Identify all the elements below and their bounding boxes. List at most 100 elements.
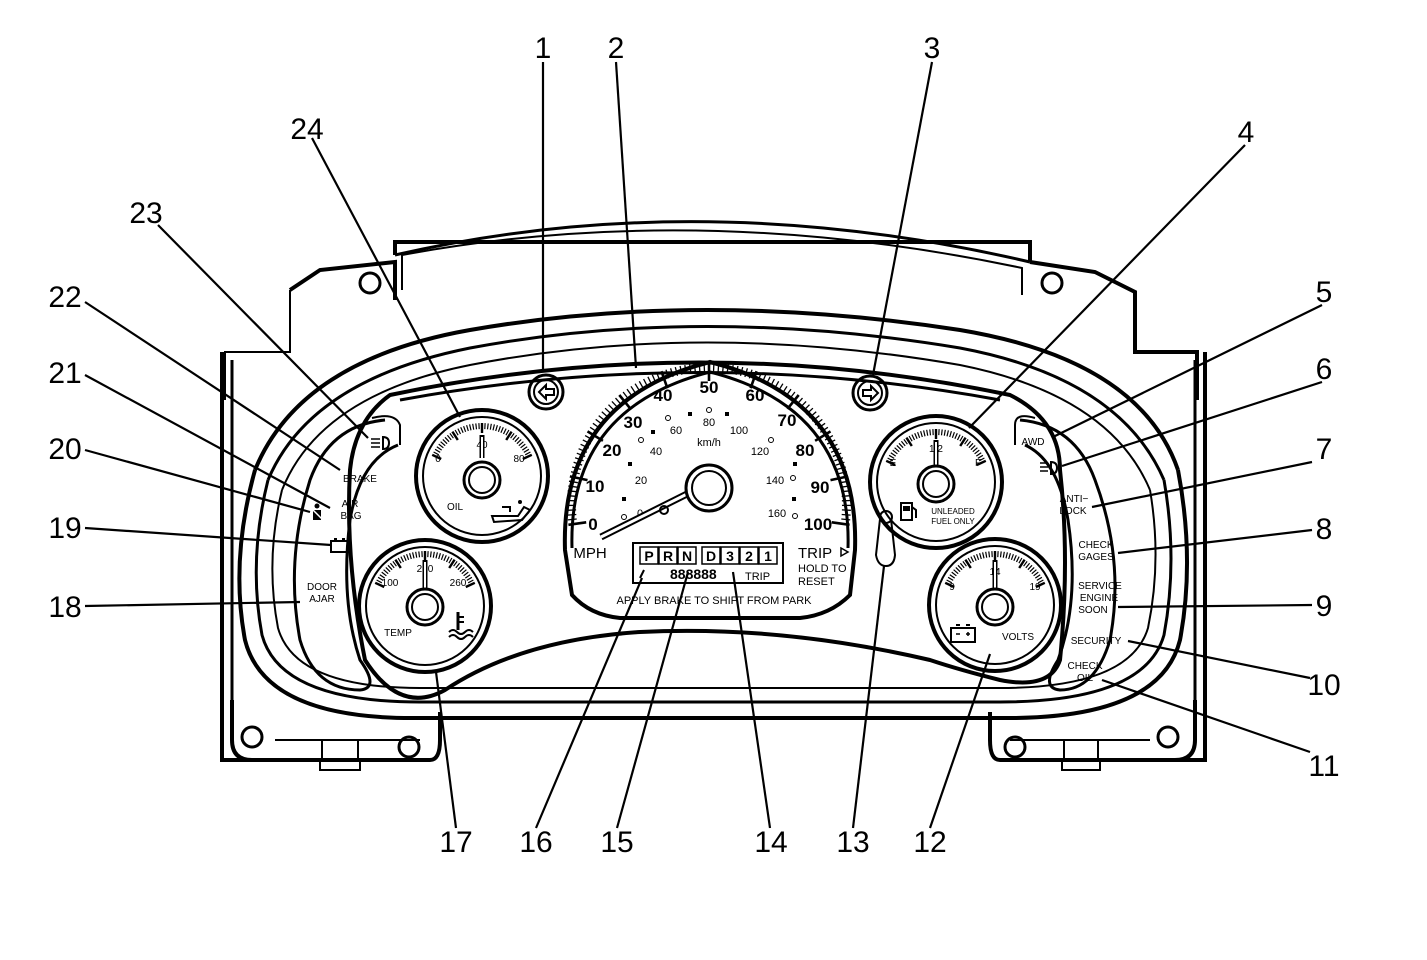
scale-tick — [959, 435, 964, 442]
scale-tick — [377, 576, 384, 581]
scale-tick — [634, 383, 641, 392]
scale-tick — [964, 439, 969, 445]
scale-tick — [394, 558, 402, 569]
security-lamp-label: SECURITY — [1071, 636, 1122, 647]
kmh-label-40: 40 — [650, 446, 662, 458]
scale-tick — [463, 571, 469, 577]
scale-tick — [967, 557, 972, 564]
scale-tick — [454, 429, 459, 436]
scale-tick — [486, 423, 489, 430]
scale-tick — [376, 579, 383, 584]
prndl-cell — [720, 546, 740, 565]
callout-15: 15 — [600, 826, 633, 859]
scale-tick — [453, 561, 458, 567]
scale-tick — [604, 407, 613, 415]
scale-tick — [761, 374, 767, 384]
scale-tick — [885, 459, 896, 467]
scale-tick — [748, 369, 753, 379]
scale-tick — [693, 363, 697, 373]
mph-unit: MPH — [573, 545, 606, 562]
scale-tick — [576, 452, 586, 458]
scale-tick — [418, 551, 421, 558]
volts-tick-19: 19 — [1029, 582, 1041, 593]
scale-tick — [988, 551, 991, 558]
fuel-pump-icon — [900, 502, 917, 521]
mph-label-100: 100 — [804, 515, 832, 534]
scale-tick — [835, 461, 845, 466]
scale-tick — [406, 553, 410, 561]
left-warning-lamps: BRAKE AIR BAG DOOR AJAR — [307, 435, 391, 605]
scale-tick — [749, 370, 758, 389]
scale-tick — [572, 466, 581, 471]
scale-tick — [837, 466, 846, 471]
kmh-label-100: 100 — [730, 425, 748, 437]
scale-tick — [954, 433, 958, 440]
scale-tick — [744, 368, 749, 378]
temp-tick-100: 100 — [382, 578, 399, 589]
scale-tick — [1005, 552, 1008, 559]
scale-tick — [819, 426, 829, 433]
prndl-gear-D: D — [706, 548, 716, 564]
scale-tick — [955, 566, 961, 573]
leader-lines — [84, 61, 1323, 829]
airbag-lamp-label-bag: BAG — [340, 511, 361, 522]
fuel-empty-mark: E — [890, 458, 897, 469]
scale-tick — [461, 569, 467, 575]
scale-tick — [974, 449, 980, 455]
scale-tick — [796, 397, 803, 406]
scale-tick — [788, 391, 796, 400]
scale-tick — [888, 454, 895, 459]
scale-tick — [769, 378, 775, 388]
scale-tick — [438, 443, 444, 449]
scale-tick — [445, 556, 450, 563]
scale-tick — [568, 521, 587, 527]
scale-tick — [457, 564, 463, 571]
scale-tick — [415, 551, 418, 558]
callout-17: 17 — [439, 826, 472, 859]
hold-to-label: HOLD TO — [798, 563, 847, 575]
scale-tick — [735, 365, 739, 375]
scale-tick — [622, 391, 630, 400]
scale-tick — [573, 461, 583, 466]
callout-7: 7 — [1316, 433, 1333, 466]
scale-tick — [959, 436, 967, 447]
scale-tick — [926, 429, 929, 436]
scale-tick — [841, 490, 851, 493]
scale-tick — [841, 518, 851, 521]
mph-label-20: 20 — [603, 441, 622, 460]
scale-tick — [505, 429, 510, 436]
headlamp-beam-icon-left — [371, 435, 391, 451]
scale-tick — [999, 551, 1002, 558]
scale-tick — [522, 453, 533, 461]
scale-tick — [975, 452, 982, 457]
scale-tick — [592, 422, 601, 430]
check-oil-label-oil: OIL — [1077, 673, 1094, 684]
scale-tick — [433, 451, 440, 456]
mph-label-10: 10 — [586, 477, 605, 496]
temp-gauge-label: TEMP — [384, 628, 412, 639]
scale-tick — [574, 457, 584, 462]
mph-label-60: 60 — [746, 386, 765, 405]
callout-8: 8 — [1316, 513, 1333, 546]
scale-tick — [814, 418, 823, 426]
service-engine-soon-label-service: SERVICE — [1078, 581, 1122, 592]
scale-tick — [1023, 561, 1028, 567]
volts-gauge-label: VOLTS — [1002, 632, 1034, 643]
scale-tick — [567, 513, 577, 516]
scale-tick — [435, 552, 438, 559]
brake-lamp-label: BRAKE — [343, 474, 377, 485]
scale-tick — [1008, 553, 1011, 560]
scale-tick — [964, 558, 972, 569]
prndl-cell — [658, 546, 678, 565]
scale-tick — [449, 433, 454, 439]
prndl-gear-1: 1 — [764, 548, 772, 564]
cluster-housing — [220, 220, 1207, 771]
scale-tick — [977, 454, 984, 459]
scale-tick — [510, 433, 515, 439]
scale-tick — [443, 555, 447, 562]
scale-tick — [951, 431, 955, 439]
scale-tick — [643, 378, 649, 388]
scale-tick — [1015, 556, 1020, 563]
scale-tick — [898, 442, 904, 449]
scale-tick — [834, 457, 844, 462]
